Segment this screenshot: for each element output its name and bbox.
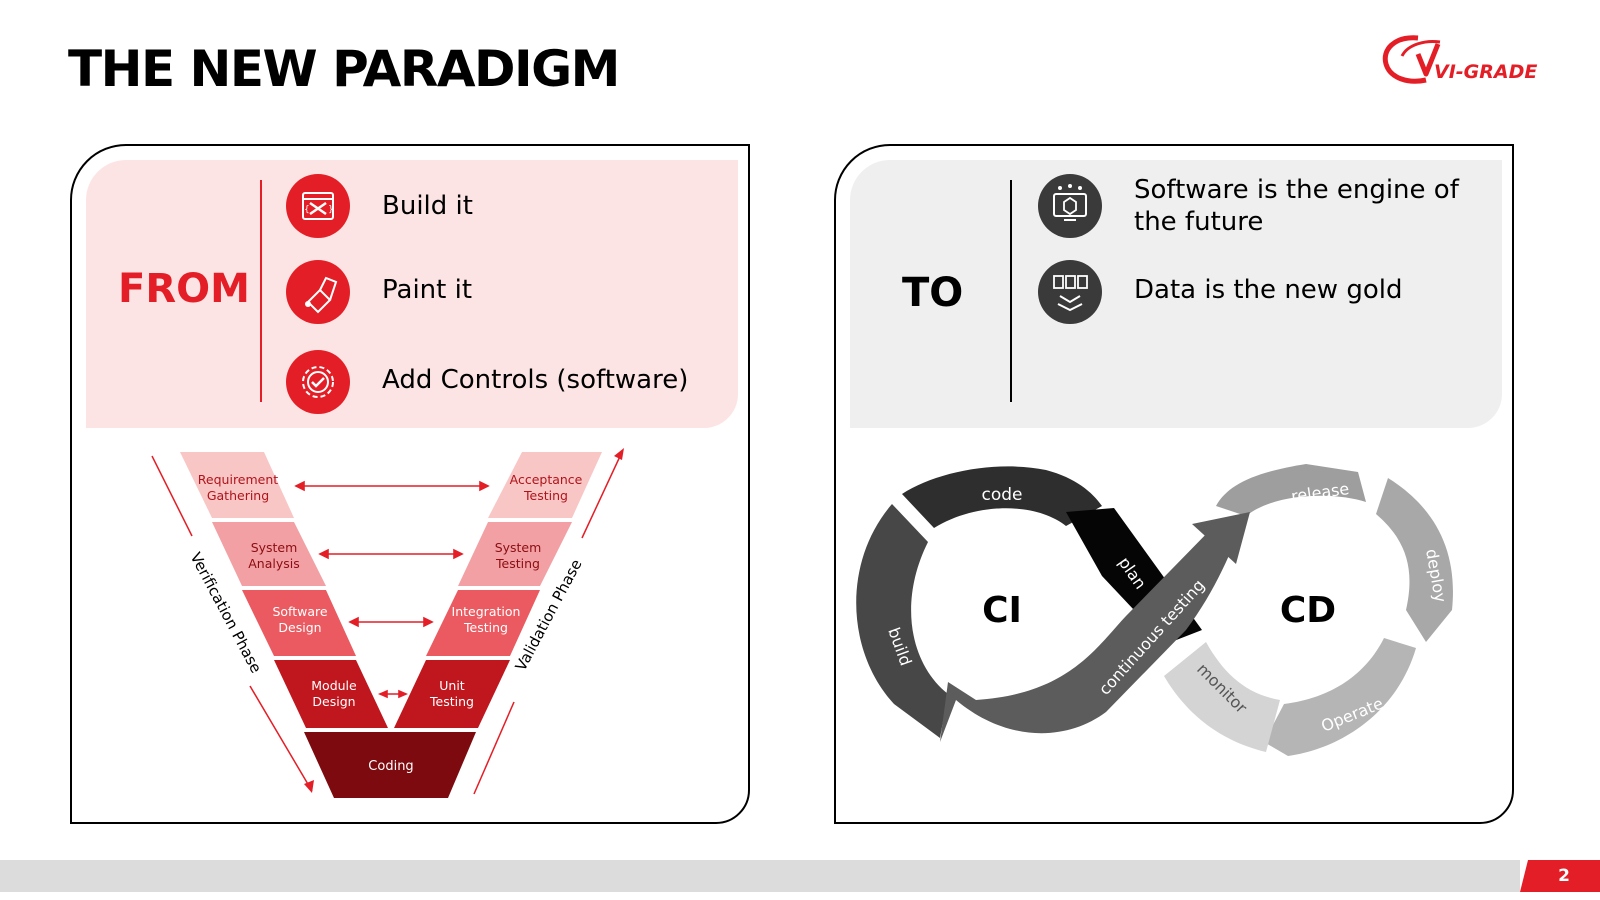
to-divider <box>1010 180 1012 402</box>
svg-text:}: } <box>328 205 334 215</box>
from-item-paint: Paint it <box>382 275 473 305</box>
v-label-acc-2: Testing <box>523 488 568 503</box>
v-right-arrowhead <box>614 448 624 460</box>
page-number: 2 <box>1520 860 1600 892</box>
from-item-controls: Add Controls (software) <box>382 365 689 395</box>
software-engine-icon <box>1038 174 1102 238</box>
v-left-arrow <box>249 685 313 792</box>
v-label-systest-2: Testing <box>495 556 540 571</box>
v-label-unit-1: Unit <box>439 678 465 693</box>
svg-text:{: { <box>304 205 310 215</box>
v-box-unit-testing <box>394 660 510 728</box>
v-box-requirement-gathering <box>180 452 294 518</box>
from-heading: FROM <box>118 266 250 312</box>
logo-text: VI-GRADE <box>1434 61 1537 83</box>
v-label-req-1: Requirement <box>198 472 278 487</box>
to-shade <box>850 160 1502 428</box>
v-right-line-bottom <box>473 701 515 795</box>
ci-segment-build <box>856 504 948 738</box>
devops-infinity-diagram: code plan build continuous testing relea… <box>856 464 1453 756</box>
to-heading: TO <box>902 270 964 316</box>
v-right-arrow <box>581 451 623 539</box>
to-item-software-line1: Software is the engine of <box>1134 175 1459 205</box>
gear-check-icon <box>286 350 350 414</box>
v-left-line-top <box>151 455 193 537</box>
v-box-integration-testing <box>426 590 540 656</box>
v-label-coding: Coding <box>368 759 413 774</box>
v-box-coding <box>304 732 476 798</box>
v-box-module-design <box>274 660 388 728</box>
v-label-mod-1: Module <box>311 678 357 693</box>
v-label-int-1: Integration <box>452 604 521 619</box>
v-label-req-2: Gathering <box>207 488 269 503</box>
v-label-mod-2: Design <box>312 694 355 709</box>
v-label-swd-1: Software <box>272 604 327 619</box>
v-label-sysan-1: System <box>251 540 298 555</box>
v-box-system-analysis <box>212 522 326 586</box>
cd-segment-release <box>1216 464 1366 516</box>
v-model-diagram: Verification Phase Validation Phase Requ… <box>151 448 624 798</box>
v-label-sysan-2: Analysis <box>248 556 300 571</box>
tools-icon: { } <box>286 174 350 238</box>
to-item-software: Software is the engine of the future <box>1134 174 1459 238</box>
footer-bar <box>0 860 1520 892</box>
v-box-software-design <box>242 590 356 656</box>
v-box-acceptance-testing <box>488 452 602 518</box>
cd-label: CD <box>1280 590 1336 631</box>
from-divider <box>260 180 262 402</box>
v-double-arrows <box>294 480 490 699</box>
data-icon <box>1038 260 1102 324</box>
v-label-acc-1: Acceptance <box>510 472 583 487</box>
v-label-unit-2: Testing <box>429 694 474 709</box>
from-panel: FROM { } Build it Paint it Add Controls … <box>70 144 750 824</box>
from-shade <box>86 160 738 428</box>
v-box-system-testing <box>458 522 572 586</box>
cd-segment-operate <box>1264 638 1416 756</box>
v-label-systest-1: System <box>495 540 542 555</box>
paint-brush-icon <box>286 260 350 324</box>
from-item-build: Build it <box>382 191 473 221</box>
to-panel: TO Software is the engine of the future … <box>834 144 1514 824</box>
stage-code: code <box>982 485 1023 505</box>
cd-segment-monitor <box>1164 642 1280 752</box>
to-item-data: Data is the new gold <box>1134 275 1403 305</box>
slide-title: THE NEW PARADIGM <box>68 40 620 98</box>
cd-segment-deploy <box>1376 478 1453 642</box>
v-label-int-2: Testing <box>463 620 508 635</box>
ci-label: CI <box>982 590 1022 631</box>
vi-grade-logo: VI-GRADE <box>1382 35 1537 84</box>
v-left-arrowhead <box>304 780 314 793</box>
v-label-swd-2: Design <box>278 620 321 635</box>
to-item-software-line2: the future <box>1134 207 1264 237</box>
ci-segment-code <box>902 466 1102 528</box>
